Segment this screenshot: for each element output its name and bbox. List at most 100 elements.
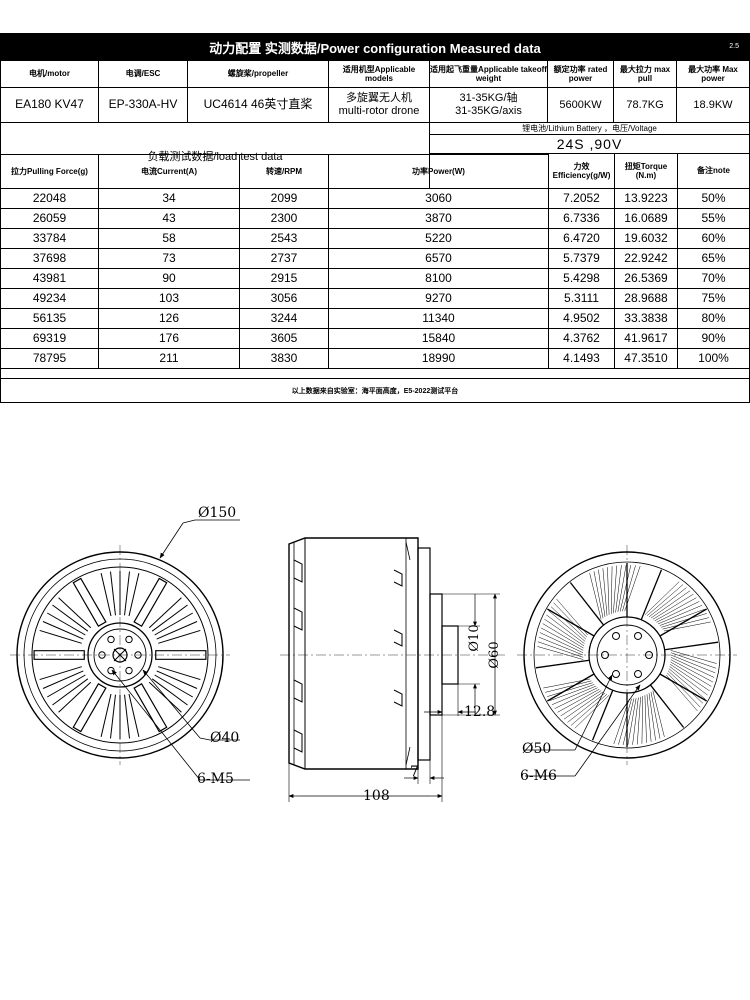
- table-cell: 4.3762: [549, 329, 615, 348]
- table-cell: 4.9502: [549, 309, 615, 328]
- motor-dimension-drawing: Ø150 Ø40 6-M5: [10, 505, 737, 804]
- value-weight-cn: 31-35KG/轴: [459, 92, 518, 105]
- table-cell: 9270: [329, 289, 549, 308]
- shaft-diameter-label: Ø10: [467, 624, 482, 651]
- side-view: [280, 537, 505, 802]
- value-models: 多旋翼无人机 multi-rotor drone: [329, 88, 430, 122]
- table-cell: 7.2052: [549, 189, 615, 208]
- table-cell: 73: [99, 249, 240, 268]
- table-cell: 37698: [1, 249, 99, 268]
- table-cell: 3056: [240, 289, 329, 308]
- spec-header-row: 电机/motor 电调/ESC 螺旋桨/propeller 适用机型Applic…: [1, 61, 749, 88]
- table-cell: 3060: [329, 189, 549, 208]
- table-cell: 2099: [240, 189, 329, 208]
- flange-thickness-label: 7: [410, 764, 419, 780]
- table-cell: 6.4720: [549, 229, 615, 248]
- flange-diameter-label: Ø60: [487, 641, 502, 668]
- value-max-pull: 78.7KG: [614, 88, 677, 122]
- value-max-power: 18.9KW: [693, 98, 733, 111]
- load-column-headers: 拉力Pulling Force(g) 电流Current(A) 转速/RPM 功…: [1, 154, 749, 188]
- table-cell: 5.4298: [549, 269, 615, 288]
- rear-thread-label: 6-M6: [520, 768, 557, 784]
- side-flange-hub: [429, 593, 443, 716]
- table-cell: 33.3838: [615, 309, 678, 328]
- value-models-en: multi-rotor drone: [338, 105, 420, 117]
- col-note: 备注note: [697, 166, 730, 176]
- table-cell: 15840: [329, 329, 549, 348]
- table-cell: 176: [99, 329, 240, 348]
- table-cell: 90: [99, 269, 240, 288]
- table-cell: 16.0689: [615, 209, 678, 228]
- table-cell: 69319: [1, 329, 99, 348]
- col-power: 功率Power(W): [329, 154, 549, 188]
- table-cell: 28.9688: [615, 289, 678, 308]
- table-cell: 58: [99, 229, 240, 248]
- table-cell: 43981: [1, 269, 99, 288]
- table-cell: 70%: [701, 270, 726, 285]
- battery-value: 24S ,90V: [430, 135, 749, 154]
- shaft-length-label: 12.8: [464, 704, 495, 720]
- header-rated-power: 额定功率 rated power: [548, 61, 614, 87]
- front-thread-label: 6-M5: [197, 771, 234, 787]
- table-cell: 78795: [1, 349, 99, 368]
- header-max-power: 最大功率 Max power: [688, 64, 738, 83]
- total-length-label: 108: [363, 788, 390, 804]
- table-cell: 2915: [240, 269, 329, 288]
- sheet-code: 2.5: [729, 43, 739, 50]
- table-cell: 4.1493: [549, 349, 615, 368]
- front-bolt-circle-label: Ø40: [210, 730, 239, 746]
- table-cell: 55%: [701, 210, 726, 225]
- table-cell: 34: [99, 189, 240, 208]
- value-propeller: UC4614 46英寸直桨: [188, 88, 329, 122]
- table-cell: 3830: [240, 349, 329, 368]
- header-motor: 电机/motor: [1, 61, 99, 87]
- table-cell: 5220: [329, 229, 549, 248]
- table-cell: 75%: [701, 290, 726, 305]
- table-cell: 33784: [1, 229, 99, 248]
- table-cell: 2300: [240, 209, 329, 228]
- table-cell: 126: [99, 309, 240, 328]
- load-test-header: 负载测试数据/load test data 锂电池/Lithium Batter…: [1, 123, 749, 189]
- blank-row: [1, 369, 749, 379]
- header-models: 适用机型Applicable models: [329, 61, 430, 87]
- table-cell: 5.3111: [549, 289, 615, 308]
- header-max-pull: 最大拉力 max pull: [614, 61, 677, 87]
- value-motor: EA180 KV47: [1, 88, 99, 122]
- table-cell: 65%: [701, 250, 726, 265]
- header-weight: 适用起飞重量Applicable takeoff weight: [430, 61, 548, 87]
- table-cell: 11340: [329, 309, 549, 328]
- table-cell: 56135: [1, 309, 99, 328]
- sheet-title: 动力配置 实测数据/Power configuration Measured d…: [209, 41, 541, 56]
- table-cell: 19.6032: [615, 229, 678, 248]
- col-current: 电流Current(A): [99, 154, 240, 188]
- table-cell: 5.7379: [549, 249, 615, 268]
- table-cell: 90%: [701, 330, 726, 345]
- side-flange: [417, 547, 431, 761]
- load-test-title: 负载测试数据/load test data: [1, 123, 430, 188]
- table-cell: 211: [99, 349, 240, 368]
- table-cell: 18990: [329, 349, 549, 368]
- sheet-title-bar: 动力配置 实测数据/Power configuration Measured d…: [1, 34, 749, 61]
- table-cell: 41.9617: [615, 329, 678, 348]
- table-cell: 13.9223: [615, 189, 678, 208]
- spec-value-row: EA180 KV47 EP-330A-HV UC4614 46英寸直桨 多旋翼无…: [1, 88, 749, 123]
- table-cell: 2543: [240, 229, 329, 248]
- table-cell: 80%: [701, 310, 726, 325]
- table-cell: 47.3510: [615, 349, 678, 368]
- header-propeller: 螺旋桨/propeller: [188, 61, 329, 87]
- rear-view: [517, 545, 737, 777]
- table-cell: 8100: [329, 269, 549, 288]
- col-rpm: 转速/RPM: [240, 154, 329, 188]
- spec-sheet: 动力配置 实测数据/Power configuration Measured d…: [0, 33, 750, 403]
- value-esc: EP-330A-HV: [99, 88, 188, 122]
- col-efficiency: 力效 Efficiency(g/W): [549, 154, 615, 188]
- col-pulling-force: 拉力Pulling Force(g): [1, 154, 99, 188]
- data-source-note: 以上数据来自实验室：海平面高度，E5-2022测试平台: [291, 388, 459, 395]
